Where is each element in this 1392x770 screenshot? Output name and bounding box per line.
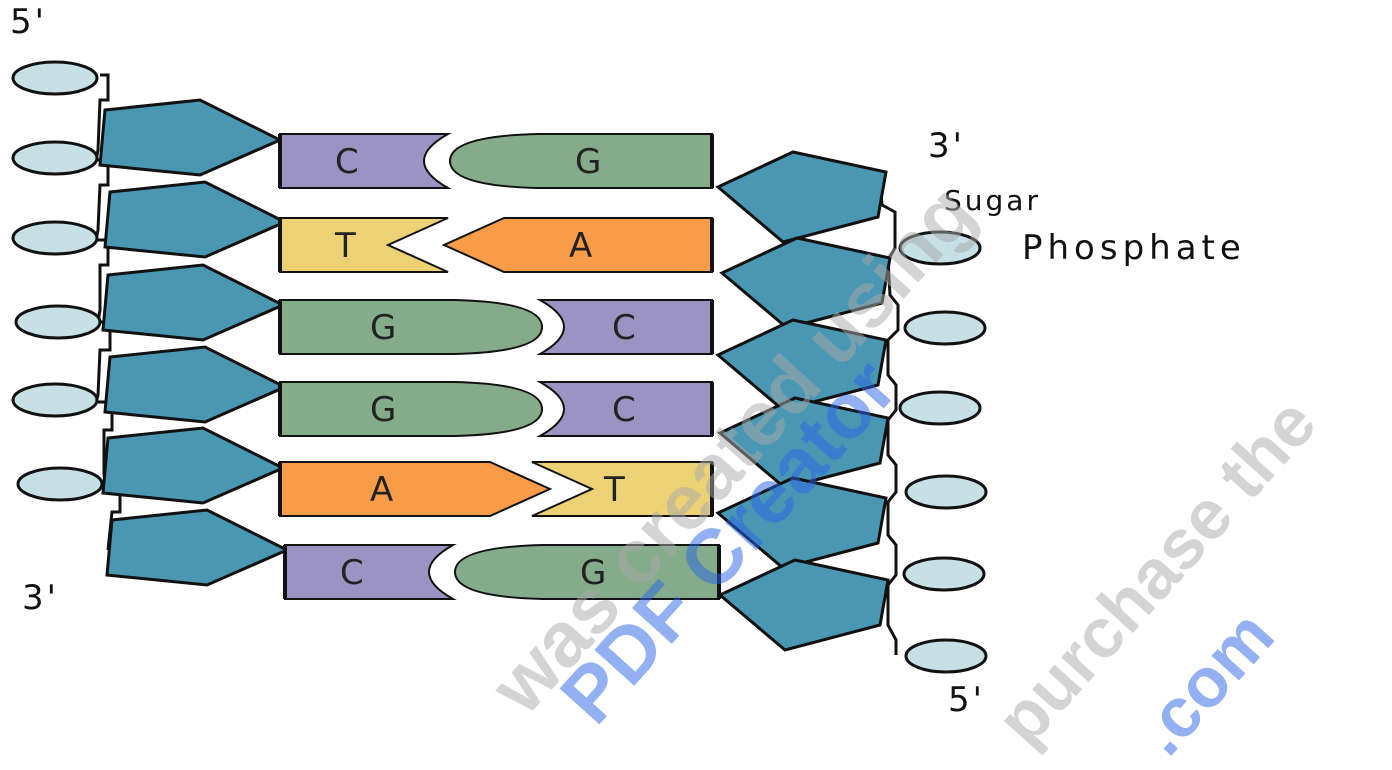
bottom-left-3-prime-label: 3' (22, 578, 59, 618)
sugar-right-5 (715, 476, 888, 570)
base-left-letter-3: G (370, 308, 398, 348)
phosphate-right-1 (898, 230, 982, 266)
base-left-4 (279, 381, 544, 437)
base-right-letter-2: A (569, 226, 594, 266)
phosphate-left-5 (11, 382, 99, 418)
base-left-2 (279, 217, 449, 273)
base-right-3 (536, 299, 713, 355)
phosphate-right-6 (904, 638, 988, 674)
sugar-right-1 (715, 150, 888, 244)
base-right-6 (453, 544, 720, 600)
sugar-right-4 (717, 396, 890, 490)
base-right-2 (441, 217, 713, 273)
phosphate-right-5 (902, 556, 986, 592)
base-left-1 (279, 133, 452, 189)
base-right-letter-6: G (580, 553, 608, 593)
phosphate-right-3 (898, 390, 982, 426)
sugar-right-2 (719, 236, 892, 330)
sugar-right-3 (715, 318, 888, 412)
sugar-left-3 (101, 263, 287, 342)
phosphate-left-4 (14, 304, 102, 340)
phosphate-left-3 (11, 220, 99, 256)
sugar-left-6 (105, 508, 291, 587)
base-right-letter-1: G (575, 142, 603, 182)
base-left-letter-4: G (370, 390, 398, 430)
base-left-5 (279, 461, 553, 517)
base-right-letter-3: C (612, 308, 638, 348)
base-right-4 (536, 381, 713, 437)
base-left-letter-6: C (340, 553, 366, 593)
base-left-letter-2: T (334, 226, 358, 266)
phosphate-right-4 (904, 474, 988, 510)
bottom-right-5-prime-label: 5' (948, 680, 985, 720)
phosphate-right-2 (903, 310, 987, 346)
sugar-label: Sugar (944, 184, 1041, 217)
base-left-6 (284, 544, 457, 600)
top-left-5-prime-label: 5' (10, 2, 47, 42)
sugar-left-2 (103, 180, 289, 259)
base-left-letter-5: A (370, 470, 395, 510)
base-left-letter-1: C (335, 142, 361, 182)
phosphate-left-2 (11, 140, 99, 176)
sugar-left-1 (98, 98, 284, 177)
sugar-left-4 (103, 345, 289, 424)
base-right-1 (448, 133, 713, 189)
base-right-5 (531, 461, 713, 517)
phosphate-left-1 (11, 60, 99, 96)
phosphate-left-6 (16, 466, 104, 502)
sugar-left-5 (101, 426, 287, 505)
sugar-right-6 (717, 558, 890, 652)
top-right-3-prime-label: 3' (928, 126, 965, 166)
base-right-letter-4: C (612, 390, 638, 430)
phosphate-label: Phosphate (1022, 228, 1246, 268)
base-left-3 (279, 299, 544, 355)
base-right-letter-5: T (603, 470, 627, 510)
